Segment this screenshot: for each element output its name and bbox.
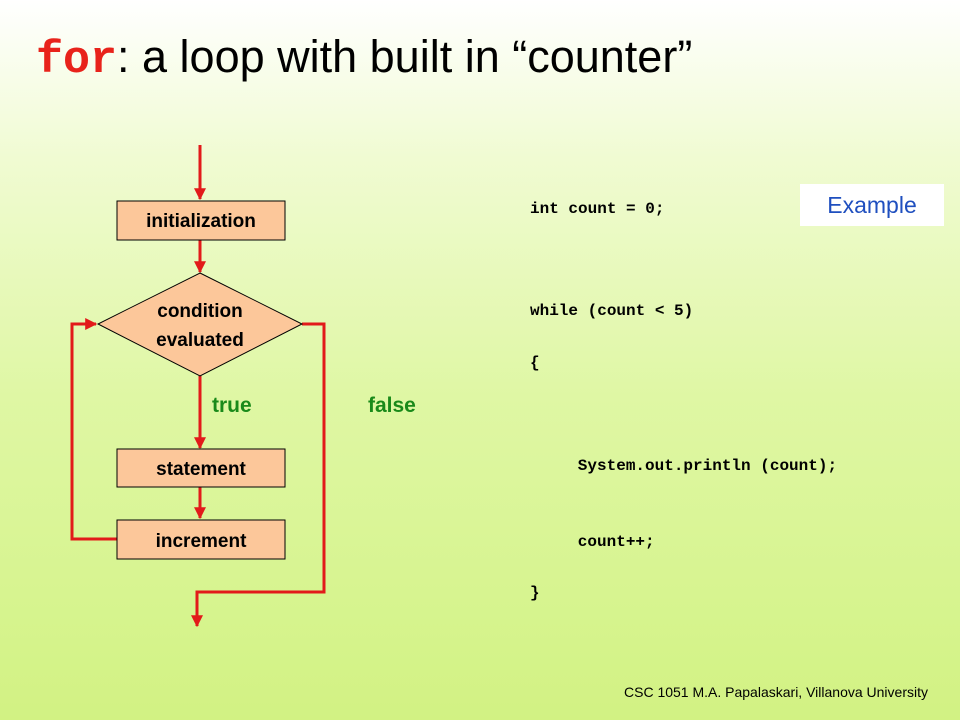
- increment-label: increment: [156, 531, 247, 552]
- condition-diamond: [96, 272, 304, 377]
- code-line: while (count < 5): [530, 302, 694, 320]
- code-block: int count = 0; while (count < 5) { Syste…: [530, 0, 950, 640]
- code-line: count++;: [549, 533, 655, 551]
- code-line: }: [530, 584, 540, 602]
- footer-credit: CSC 1051 M.A. Papalaskari, Villanova Uni…: [624, 684, 928, 700]
- arrow-false-exit: [191, 322, 326, 628]
- example-badge: Example: [800, 184, 944, 226]
- statement-box: [116, 448, 286, 488]
- arrow-loop-back: [70, 318, 117, 541]
- code-line: int count = 0;: [530, 200, 665, 218]
- increment-box: [116, 519, 286, 560]
- initialization-box: [116, 200, 286, 241]
- condition-label-line2: evaluated: [156, 330, 244, 351]
- statement-label: statement: [156, 459, 246, 480]
- true-label: true: [212, 394, 252, 417]
- condition-label-line1: condition: [157, 301, 242, 322]
- title-rest: : a loop with built in “counter”: [117, 31, 693, 82]
- false-label: false: [368, 394, 416, 417]
- title-keyword: for: [36, 35, 118, 86]
- initialization-label: initialization: [146, 211, 256, 232]
- slide-title: for: a loop with built in “counter”: [36, 30, 692, 88]
- code-line: {: [530, 354, 540, 372]
- code-line: System.out.println (count);: [549, 457, 838, 475]
